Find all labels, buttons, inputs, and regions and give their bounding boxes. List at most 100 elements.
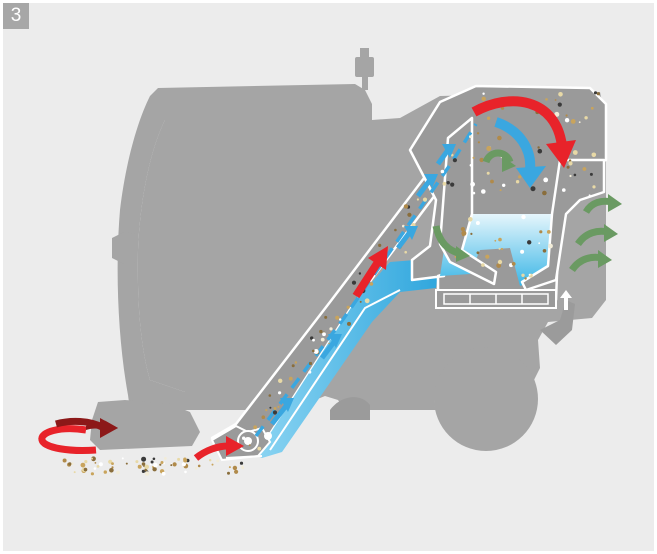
debris-particle bbox=[70, 462, 74, 466]
debris-particle bbox=[498, 247, 501, 250]
debris-particle bbox=[446, 181, 450, 185]
debris-particle bbox=[346, 305, 350, 309]
side-brush-rotation-arrow bbox=[38, 417, 118, 454]
debris-particle bbox=[524, 277, 527, 280]
debris-particle bbox=[528, 273, 531, 276]
debris-particle bbox=[261, 415, 266, 420]
debris-particle bbox=[472, 191, 476, 195]
airflow-dashed-lines bbox=[254, 123, 478, 438]
debris-particle bbox=[591, 152, 597, 158]
debris-particle bbox=[564, 118, 570, 123]
debris-particle bbox=[485, 254, 490, 259]
debris-particle bbox=[172, 462, 177, 467]
debris-particle bbox=[499, 189, 502, 192]
debris-particle bbox=[511, 262, 516, 266]
hopper bbox=[408, 84, 608, 310]
debris-particle bbox=[545, 98, 548, 101]
debris-particle bbox=[241, 466, 245, 470]
debris-particle bbox=[277, 405, 280, 408]
debris-particle bbox=[470, 181, 475, 187]
debris-particle bbox=[288, 376, 293, 381]
debris-particle bbox=[125, 462, 128, 465]
debris-particle bbox=[159, 463, 162, 466]
debris-particle bbox=[422, 197, 428, 202]
debris-particle bbox=[313, 349, 319, 354]
debris-particle bbox=[546, 230, 551, 234]
debris-particle bbox=[308, 361, 313, 366]
debris-particle bbox=[84, 460, 88, 464]
debris-particle bbox=[562, 188, 566, 192]
debris-particle bbox=[476, 132, 480, 135]
debris-particle bbox=[184, 470, 187, 474]
debris-particle bbox=[239, 461, 244, 465]
debris-particle bbox=[273, 407, 277, 410]
beacon-light bbox=[355, 48, 374, 90]
debris-particle bbox=[490, 179, 494, 184]
debris-particle bbox=[557, 102, 562, 107]
debris-particle bbox=[351, 280, 357, 285]
debris-particle bbox=[542, 249, 547, 253]
debris-particle bbox=[486, 146, 492, 151]
debris-particle bbox=[481, 189, 486, 194]
debris-particle bbox=[481, 96, 486, 102]
debris-particle bbox=[584, 116, 588, 120]
machine-inner-details bbox=[330, 300, 575, 420]
debris-particle bbox=[518, 175, 522, 179]
debris-particle bbox=[324, 315, 328, 319]
water-channel bbox=[248, 258, 440, 458]
debris-particle bbox=[211, 463, 214, 466]
debris-particle bbox=[596, 92, 601, 96]
debris-particle bbox=[527, 240, 532, 245]
debris-particle bbox=[568, 159, 572, 162]
debris-particle bbox=[502, 183, 506, 187]
debris-particle bbox=[153, 462, 158, 468]
debris-particle bbox=[278, 378, 283, 383]
debris-particle bbox=[164, 457, 167, 460]
debris-particle bbox=[194, 466, 198, 470]
suction-inlet-arrow bbox=[193, 436, 244, 461]
cab-body bbox=[117, 84, 372, 410]
debris-particle bbox=[578, 121, 581, 124]
debris-particle bbox=[475, 221, 480, 225]
internal-green-arrowheads bbox=[456, 156, 516, 262]
debris-particle bbox=[572, 150, 578, 155]
debris-particle bbox=[369, 282, 374, 286]
debris-particle bbox=[558, 92, 563, 97]
debris-particle bbox=[197, 464, 201, 468]
debris-particle bbox=[568, 161, 573, 166]
debris-particle bbox=[161, 471, 166, 476]
rear-wheel bbox=[434, 347, 538, 451]
debris-particle bbox=[548, 243, 553, 249]
debris-particle bbox=[542, 190, 547, 196]
debris-particle bbox=[253, 425, 258, 430]
debris-particle bbox=[310, 336, 314, 340]
side-brush-housing bbox=[90, 400, 200, 450]
debris-particle bbox=[515, 180, 520, 184]
debris-particle bbox=[150, 460, 154, 464]
debris-particle bbox=[177, 457, 181, 461]
debris-particle bbox=[144, 471, 150, 476]
debris-particle bbox=[183, 458, 188, 463]
debris-particle bbox=[497, 135, 502, 141]
debris-particle bbox=[144, 464, 149, 470]
debris-particle bbox=[469, 164, 473, 167]
debris-particle bbox=[257, 446, 262, 451]
debris-particle bbox=[272, 410, 278, 415]
debris-particle bbox=[394, 228, 397, 232]
debris-particle bbox=[109, 472, 112, 475]
debris-particle bbox=[141, 462, 146, 466]
debris-particle bbox=[462, 234, 465, 237]
debris-particle bbox=[320, 337, 325, 342]
debris-particle bbox=[228, 466, 231, 469]
debris-particle bbox=[537, 148, 543, 154]
debris-particle bbox=[216, 459, 220, 463]
debris-particle bbox=[98, 462, 103, 467]
debris-particle bbox=[141, 456, 147, 462]
debris-particle bbox=[80, 462, 86, 468]
debris-particle bbox=[479, 157, 484, 163]
debris-particle bbox=[269, 406, 272, 409]
debris-particle bbox=[569, 174, 572, 178]
exhaust-air-arrows bbox=[569, 194, 622, 273]
debris-particle bbox=[335, 315, 340, 320]
